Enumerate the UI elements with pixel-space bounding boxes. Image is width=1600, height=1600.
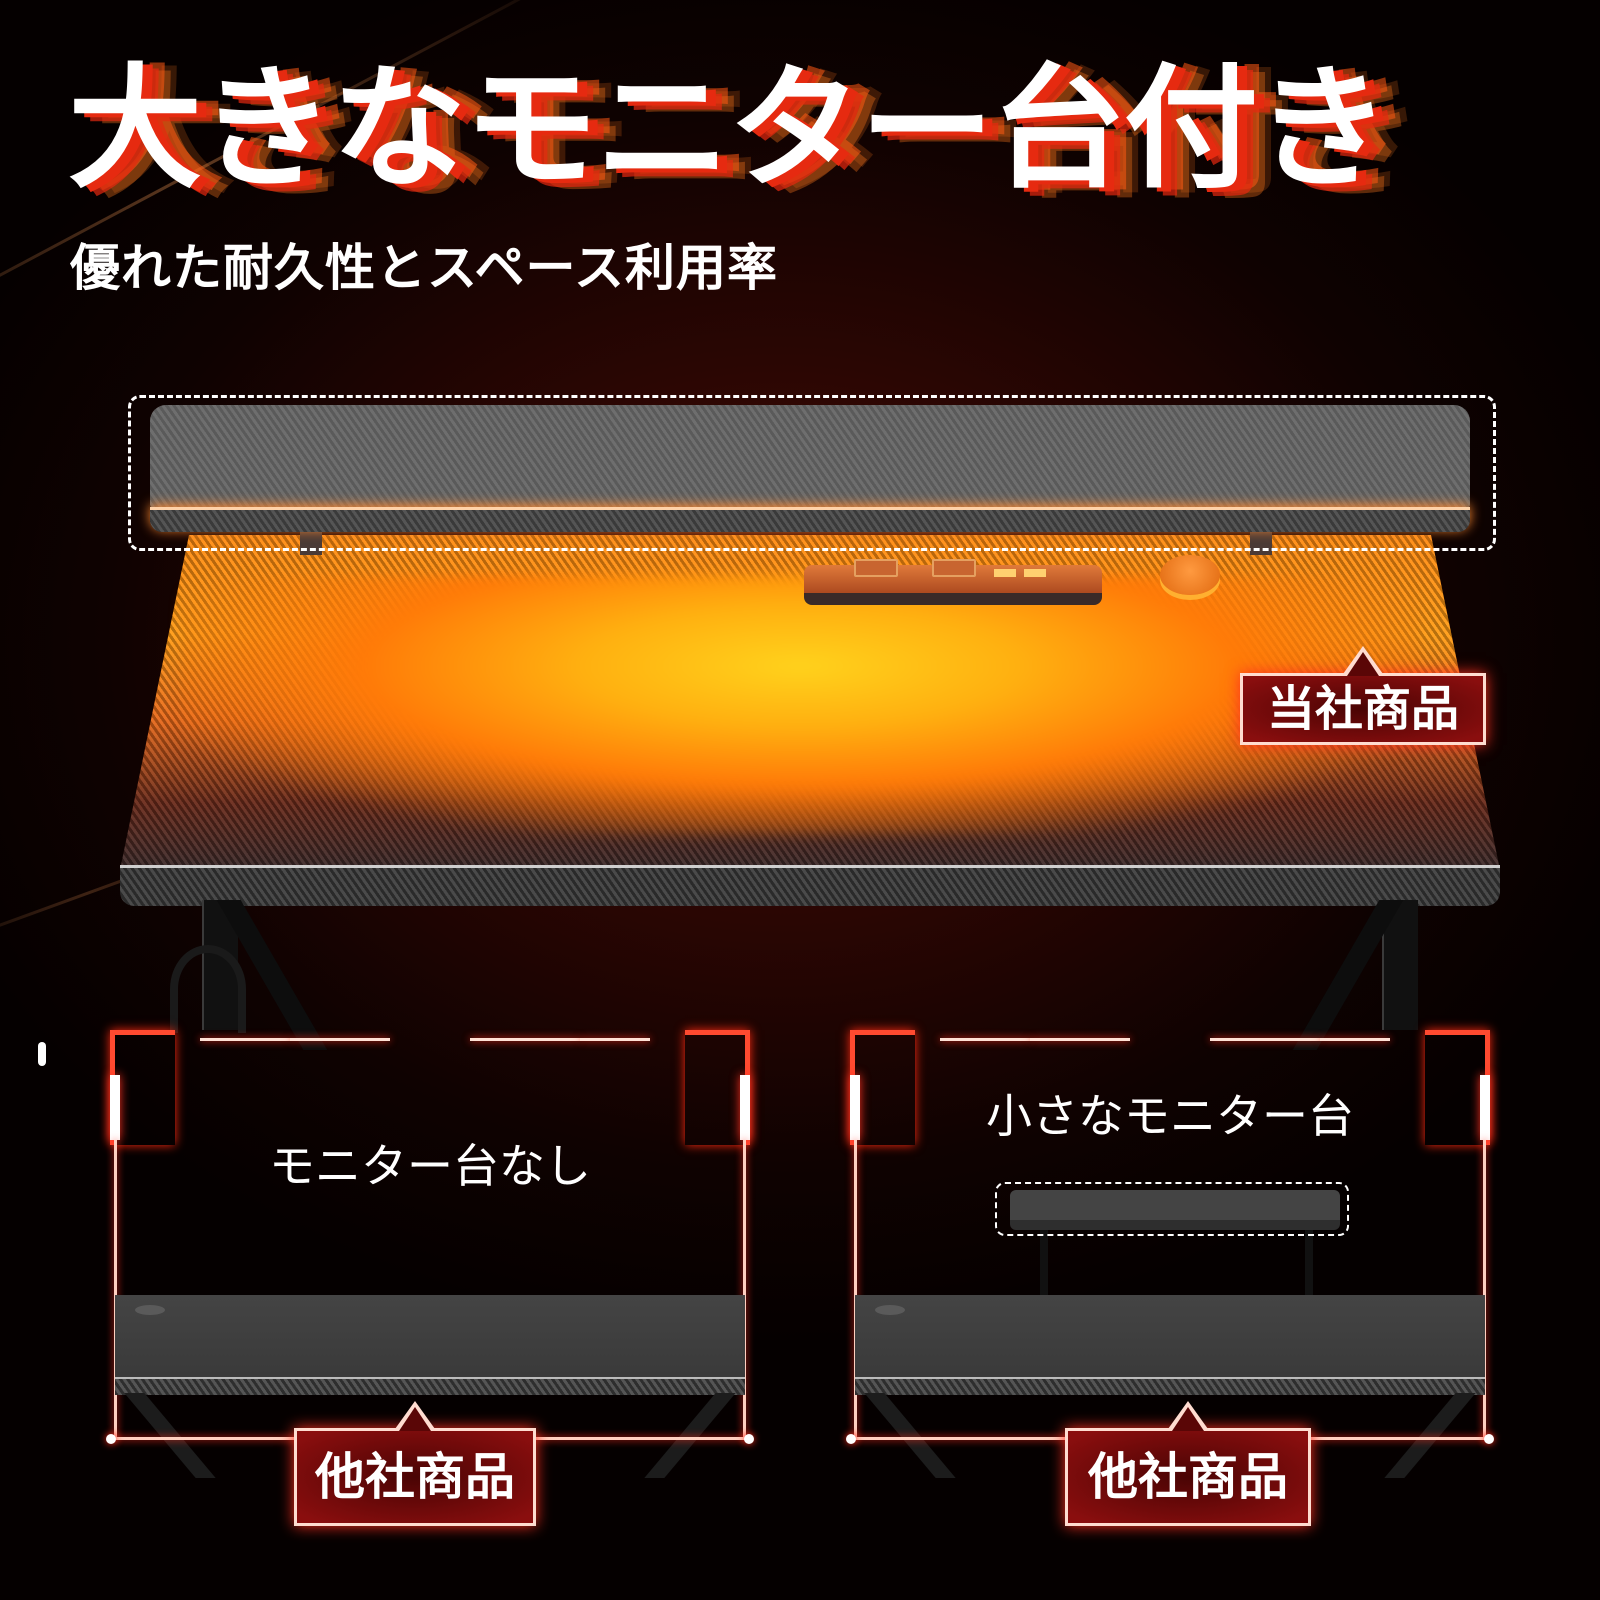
hud-side	[743, 1140, 746, 1440]
hud-tab	[740, 1075, 750, 1140]
power-outlet-strip	[804, 559, 1102, 605]
headphone-hook-icon	[170, 945, 246, 1033]
comparison-panel-small-riser: 小さなモニター台	[846, 1030, 1494, 1478]
headline: 大きなモニター台付き	[68, 51, 1390, 207]
ac-outlet-icon	[854, 559, 898, 577]
mini-desk-leg	[864, 1393, 956, 1478]
usb-port-icon	[994, 569, 1016, 577]
hud-side	[1483, 1140, 1486, 1440]
riser-highlight-outline	[128, 395, 1496, 551]
desk-edge	[120, 865, 1500, 906]
hud-dot	[1484, 1434, 1494, 1444]
mini-desk-edge	[855, 1377, 1485, 1395]
hud-line	[290, 1038, 390, 1041]
small-riser-leg	[1305, 1230, 1313, 1295]
hud-line	[1210, 1038, 1320, 1041]
monitor-riser	[150, 405, 1470, 510]
usb-port-icon	[1024, 569, 1046, 577]
led-glow	[180, 575, 1420, 835]
hud-tab	[850, 1075, 860, 1140]
cable-grommet-icon	[875, 1305, 905, 1315]
other-product-callout: 他社商品	[1065, 1401, 1311, 1526]
hud-dot	[846, 1434, 856, 1444]
panel-label: 小さなモニター台	[986, 1089, 1354, 1143]
other-product-callout: 他社商品	[294, 1401, 536, 1526]
subtitle: 優れた耐久性とスペース利用率	[70, 239, 778, 297]
hud-line	[580, 1038, 650, 1041]
led-button-icon	[1160, 555, 1220, 595]
riser-highlight-outline	[995, 1182, 1349, 1236]
comparison-panel-no-riser: モニター台なし	[106, 1030, 754, 1478]
hud-line	[940, 1038, 1030, 1041]
hud-line	[470, 1038, 580, 1041]
hud-tab	[1480, 1075, 1490, 1140]
hud-tab	[110, 1075, 120, 1140]
mini-desk-surface	[115, 1295, 745, 1377]
hud-line	[200, 1038, 290, 1041]
mini-desk-leg	[1384, 1393, 1476, 1478]
monitor-riser-edge	[150, 507, 1470, 532]
panel-label: モニター台なし	[269, 1139, 591, 1193]
hud-dot	[744, 1434, 754, 1444]
mini-desk-edge	[115, 1377, 745, 1395]
cable-grommet-icon	[135, 1305, 165, 1315]
mini-desk-leg	[124, 1393, 216, 1478]
small-riser-leg	[1040, 1230, 1048, 1295]
mini-desk-surface	[855, 1295, 1485, 1377]
hud-line	[1320, 1038, 1390, 1041]
our-product-callout: 当社商品	[1240, 646, 1486, 745]
hud-line	[1030, 1038, 1130, 1041]
decorative-tick	[38, 1042, 46, 1066]
small-monitor-riser	[1010, 1190, 1340, 1230]
mini-desk-leg	[644, 1393, 736, 1478]
hud-side	[854, 1140, 857, 1440]
hud-side	[114, 1140, 117, 1440]
hud-dot	[106, 1434, 116, 1444]
ac-outlet-icon	[932, 559, 976, 577]
